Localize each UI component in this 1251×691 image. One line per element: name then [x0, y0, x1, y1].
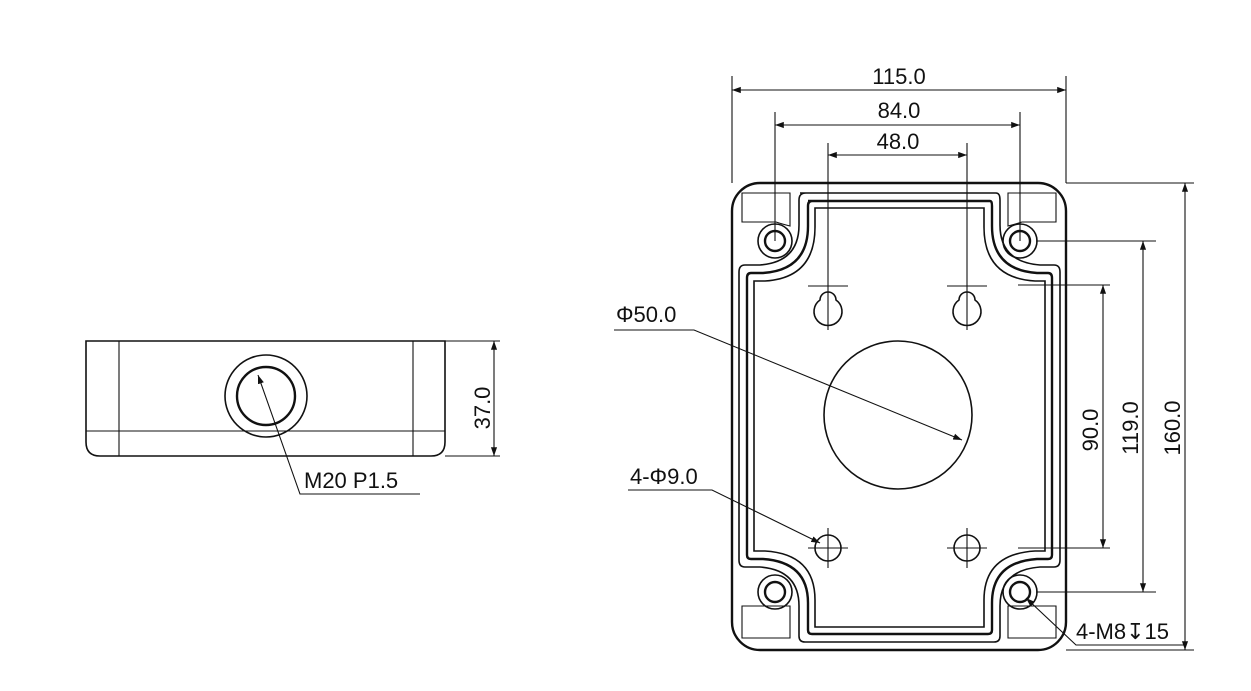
thread-label: M20 P1.5 — [304, 468, 398, 493]
width-inner-label: 48.0 — [877, 129, 920, 154]
center-hole-label: Φ50.0 — [616, 302, 676, 327]
screw-leader — [1025, 597, 1184, 646]
gasket-outer-path — [738, 192, 1061, 643]
small-holes-label: 4-Φ9.0 — [630, 464, 698, 489]
side-view: 37.0 M20 P1.5 — [85, 340, 500, 495]
height-mid-label: 119.0 — [1118, 401, 1143, 454]
width-mid-label: 84.0 — [878, 98, 921, 123]
gasket-inner-path — [753, 207, 1046, 628]
corner-pocket-tr — [1007, 192, 1057, 227]
side-view-body — [85, 340, 446, 457]
center-hole-leader — [614, 329, 963, 441]
front-view: 115.0 84.0 48.0 90.0 119.0 160.0 Φ50.0 4… — [614, 64, 1194, 652]
height-overall-label: 160.0 — [1160, 400, 1185, 455]
height-label: 37.0 — [470, 387, 495, 430]
small-holes-leader — [628, 489, 821, 544]
screw-label: 4-M8↧15 — [1076, 619, 1169, 644]
gasket-mid-path — [745, 199, 1054, 636]
corner-pocket-bl — [741, 605, 791, 639]
hole-bottom-right — [947, 528, 987, 568]
hole-bottom-left — [808, 528, 848, 568]
height-inner-label: 90.0 — [1078, 409, 1103, 452]
cable-gland-outer — [224, 354, 308, 438]
thread-leader — [257, 374, 420, 495]
corner-pocket-br — [1007, 605, 1057, 639]
corner-pocket-tl — [741, 192, 791, 227]
cable-gland-inner — [235, 365, 297, 427]
screw-boss-bl — [757, 574, 793, 610]
enclosure-outline — [730, 181, 1068, 652]
width-overall-label: 115.0 — [872, 64, 925, 89]
center-hole — [823, 340, 973, 490]
